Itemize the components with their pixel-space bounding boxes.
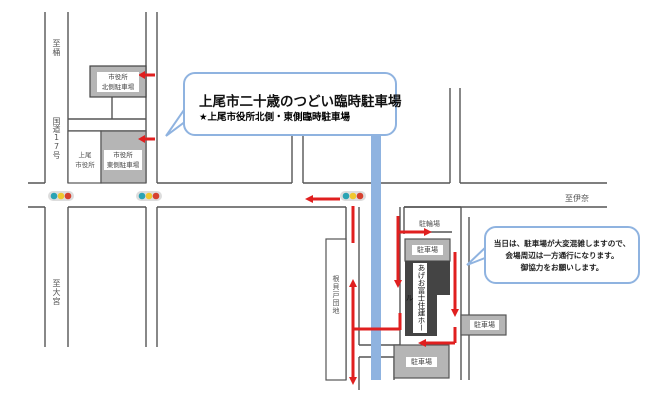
parking-bottom-label: 駐車場 xyxy=(406,357,437,367)
danchi-block xyxy=(325,238,347,381)
parking-top-label: 駐車場 xyxy=(412,245,443,255)
east-lot-label: 市役所 東側駐車場 xyxy=(104,150,142,170)
notice-line-3: 御協力をお願いします。 xyxy=(520,263,604,272)
bicycle-parking-label: 駐輪場 xyxy=(419,220,440,228)
danchi-label: 根貝戸団地 xyxy=(332,275,340,315)
notice-line-1: 当日は、駐車場が大変混雑しますので、 xyxy=(493,239,631,248)
city-hall-building xyxy=(67,130,102,184)
hall-label: あげお富士住建ホール xyxy=(405,263,427,333)
river xyxy=(371,130,381,380)
label-to-omiya: 至大宮 xyxy=(52,279,61,306)
notice-bubble: 当日は、駐車場が大変混雑しますので、 会場周辺は一方通行になります。 御協力をお… xyxy=(484,226,640,284)
parking-right-label: 駐車場 xyxy=(470,320,499,330)
city-hall-label: 上尾 市役所 xyxy=(75,151,95,169)
north-lot-label: 市役所 北側駐車場 xyxy=(97,72,139,92)
label-national-route-17: 国道17号 xyxy=(52,117,61,159)
notice-line-2: 会場周辺は一方通行になります。 xyxy=(505,251,619,260)
subtitle-text: ★上尾市役所北側・東側臨時駐車場 xyxy=(199,112,351,123)
title-text: 上尾市二十歳のつどい臨時駐車場 xyxy=(199,94,402,110)
label-to-oke: 至桶 xyxy=(52,39,61,57)
parking-lot-bottom xyxy=(393,344,450,379)
traffic-signal-1 xyxy=(48,191,74,201)
title-bubble: 上尾市二十歳のつどい臨時駐車場 ★上尾市役所北側・東側臨時駐車場 xyxy=(183,72,402,136)
one-way-arrows xyxy=(138,71,459,385)
traffic-signal-2 xyxy=(136,191,162,201)
traffic-signal-3 xyxy=(340,191,366,201)
label-to-ina: 至伊奈 xyxy=(565,194,589,203)
